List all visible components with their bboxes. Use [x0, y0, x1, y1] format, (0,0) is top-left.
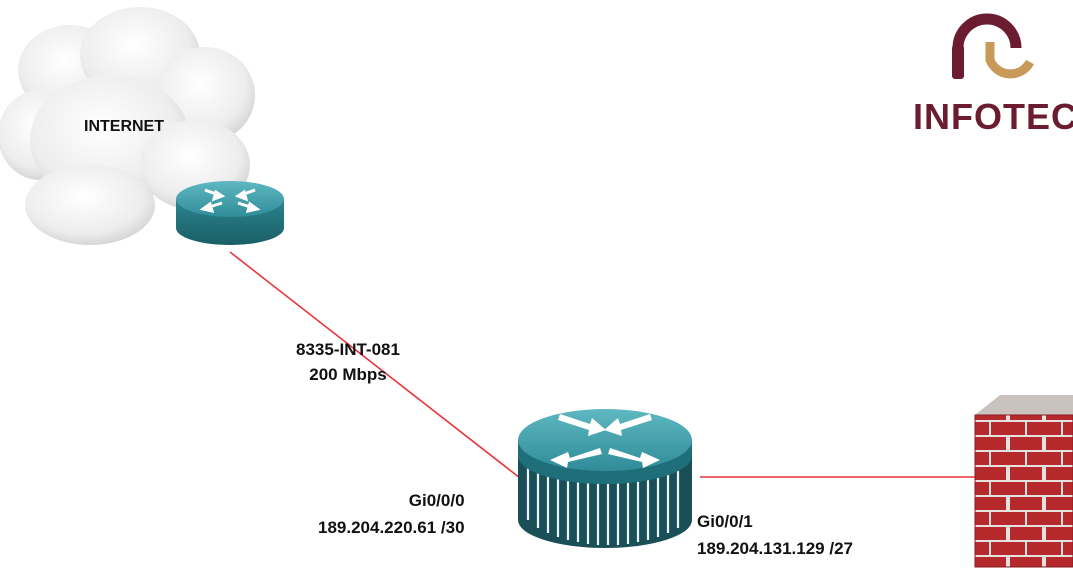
main-router-icon — [518, 409, 692, 548]
firewall-icon — [974, 395, 1073, 568]
link-bandwidth: 200 Mbps — [309, 365, 387, 384]
circuit-id: 8335-INT-081 — [296, 340, 400, 359]
interface-name-left: Gi0/0/0 — [408, 491, 465, 510]
logo-wordmark: INFOTEC — [913, 96, 1073, 137]
internet-cloud — [0, 7, 255, 245]
infotec-logo — [952, 13, 1034, 79]
isp-router-icon — [176, 181, 284, 245]
interface-name-right: Gi0/0/1 — [697, 512, 753, 531]
interface-label-right: Gi0/0/1 189.204.131.129 /27 — [697, 508, 853, 562]
interface-ip-left: 189.204.220.61 /30 — [318, 518, 465, 537]
cloud-label: INTERNET — [84, 118, 164, 135]
wan-link-label: 8335-INT-081 200 Mbps — [296, 337, 400, 387]
interface-label-left: Gi0/0/0 189.204.220.61 /30 — [318, 487, 465, 541]
wan-link-line — [229, 251, 521, 479]
interface-ip-right: 189.204.131.129 /27 — [697, 539, 853, 558]
